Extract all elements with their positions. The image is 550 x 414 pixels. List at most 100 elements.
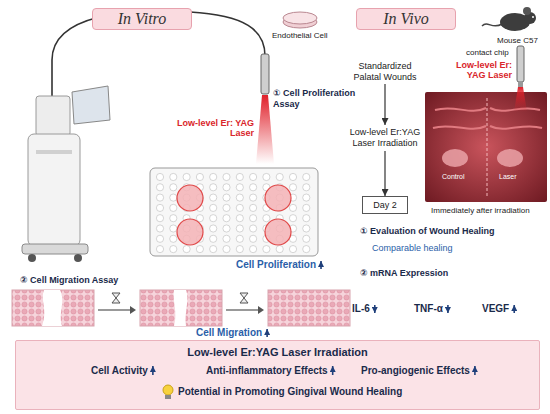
plate-well	[223, 215, 230, 222]
node-title: In Vivo	[383, 10, 428, 28]
plate-well	[303, 204, 310, 211]
annotation-label: TNF-α	[414, 304, 443, 314]
plate-well	[223, 184, 230, 191]
plate-well	[236, 246, 243, 253]
annotation-label: Endothelial Cell	[272, 31, 328, 41]
time-arrows	[112, 293, 120, 303]
migration-images	[140, 290, 222, 326]
node-text: Cell Activity	[91, 365, 148, 376]
migration-images	[42, 290, 62, 326]
node-text: Pro-angiogenic Effects	[361, 365, 470, 376]
palate-photo	[425, 92, 547, 202]
decrease-arrow	[374, 305, 376, 313]
plate-well	[303, 246, 310, 253]
plate-well	[170, 184, 177, 191]
plate-well	[156, 194, 163, 201]
node-title: Day 2	[373, 200, 397, 210]
annotation-label: Cell Migration	[196, 328, 262, 338]
process-step: Low-level Er:YAG Laser Irradiation	[343, 125, 427, 151]
palate-photo	[442, 149, 468, 167]
plate-well	[250, 204, 257, 211]
annotation-label: ② mRNA Expression	[360, 268, 448, 279]
migration-images	[174, 290, 188, 326]
node-text: Potential in Promoting Gingival Wound He…	[178, 386, 402, 397]
plate-well	[196, 173, 203, 180]
plate-well	[250, 225, 257, 232]
plate-well	[156, 215, 163, 222]
plate-well	[289, 184, 296, 191]
plate-well	[289, 246, 296, 253]
contact-chip-handpiece	[514, 46, 527, 112]
section-header: In Vivo	[356, 8, 456, 30]
annotation-label: ② Cell Migration Assay	[20, 275, 118, 286]
plate-well	[289, 173, 296, 180]
plate-well	[303, 235, 310, 242]
plate-well	[223, 194, 230, 201]
plate-well	[210, 225, 217, 232]
plate-well	[250, 173, 257, 180]
plate-well	[236, 235, 243, 242]
increase-arrow	[320, 261, 322, 269]
annotation-label: contact chip	[466, 48, 509, 58]
increase-arrow	[266, 329, 268, 337]
annotation-label: IL-6	[352, 304, 370, 314]
plate-well	[303, 225, 310, 232]
plate-well	[170, 246, 177, 253]
flow-arrow	[384, 84, 385, 125]
laser-device	[72, 86, 110, 124]
plate-well	[303, 194, 310, 201]
time-arrows	[130, 306, 136, 314]
node-title: Standardized Palatal Wounds	[345, 61, 425, 83]
well-plate	[156, 173, 310, 252]
contact-chip-handpiece	[514, 87, 527, 112]
node-title: Low-level Er:YAG Laser Irradiation	[343, 127, 427, 149]
palate-photo	[487, 98, 488, 198]
plate-well	[250, 184, 257, 191]
plate-well	[236, 204, 243, 211]
plate-well	[156, 246, 163, 253]
contact-chip-handpiece	[518, 82, 523, 87]
plate-well	[210, 215, 217, 222]
laser-handpiece	[261, 54, 269, 94]
annotation-label: ① Evaluation of Wound Healing	[360, 226, 494, 237]
plate-well	[170, 235, 177, 242]
plate-well	[210, 246, 217, 253]
plate-well	[236, 184, 243, 191]
summary-band: Low-level Er:YAG Laser IrradiationCell A…	[15, 340, 540, 410]
annotation-label: ① Cell Proliferation Assay	[273, 88, 368, 110]
plate-well	[196, 246, 203, 253]
annotation-label: Control	[442, 172, 465, 182]
laser-device	[74, 254, 82, 262]
migration-images	[12, 290, 94, 326]
irradiated-well	[177, 219, 203, 245]
plate-well	[303, 173, 310, 180]
plate-well	[156, 235, 163, 242]
node-text: Anti-inflammatory Effects	[206, 365, 328, 376]
plate-well	[289, 204, 296, 211]
plate-well	[250, 235, 257, 242]
plate-well	[236, 225, 243, 232]
plate-well	[250, 246, 257, 253]
decrease-arrow	[447, 305, 449, 313]
irradiated-well	[265, 185, 291, 211]
plate-well	[170, 204, 177, 211]
laser-handpiece	[256, 54, 274, 164]
time-arrows	[98, 293, 264, 314]
plate-well	[156, 173, 163, 180]
annotation-label: Low-level Er: YAG Laser	[440, 60, 512, 80]
migration-images	[268, 290, 350, 326]
plate-well	[223, 204, 230, 211]
plate-well	[156, 184, 163, 191]
annotation-label: Low-level Er: YAG Laser	[170, 118, 254, 138]
laser-device	[28, 254, 36, 262]
node-title: In Vitro	[118, 10, 166, 28]
annotation-label: Comparable healing	[372, 243, 453, 253]
plate-well	[210, 204, 217, 211]
plate-well	[303, 184, 310, 191]
well-plate	[150, 168, 318, 256]
annotation-label: Laser	[499, 172, 517, 182]
mouse-icon	[482, 24, 502, 26]
palate-photo	[425, 92, 547, 202]
plate-well	[236, 194, 243, 201]
